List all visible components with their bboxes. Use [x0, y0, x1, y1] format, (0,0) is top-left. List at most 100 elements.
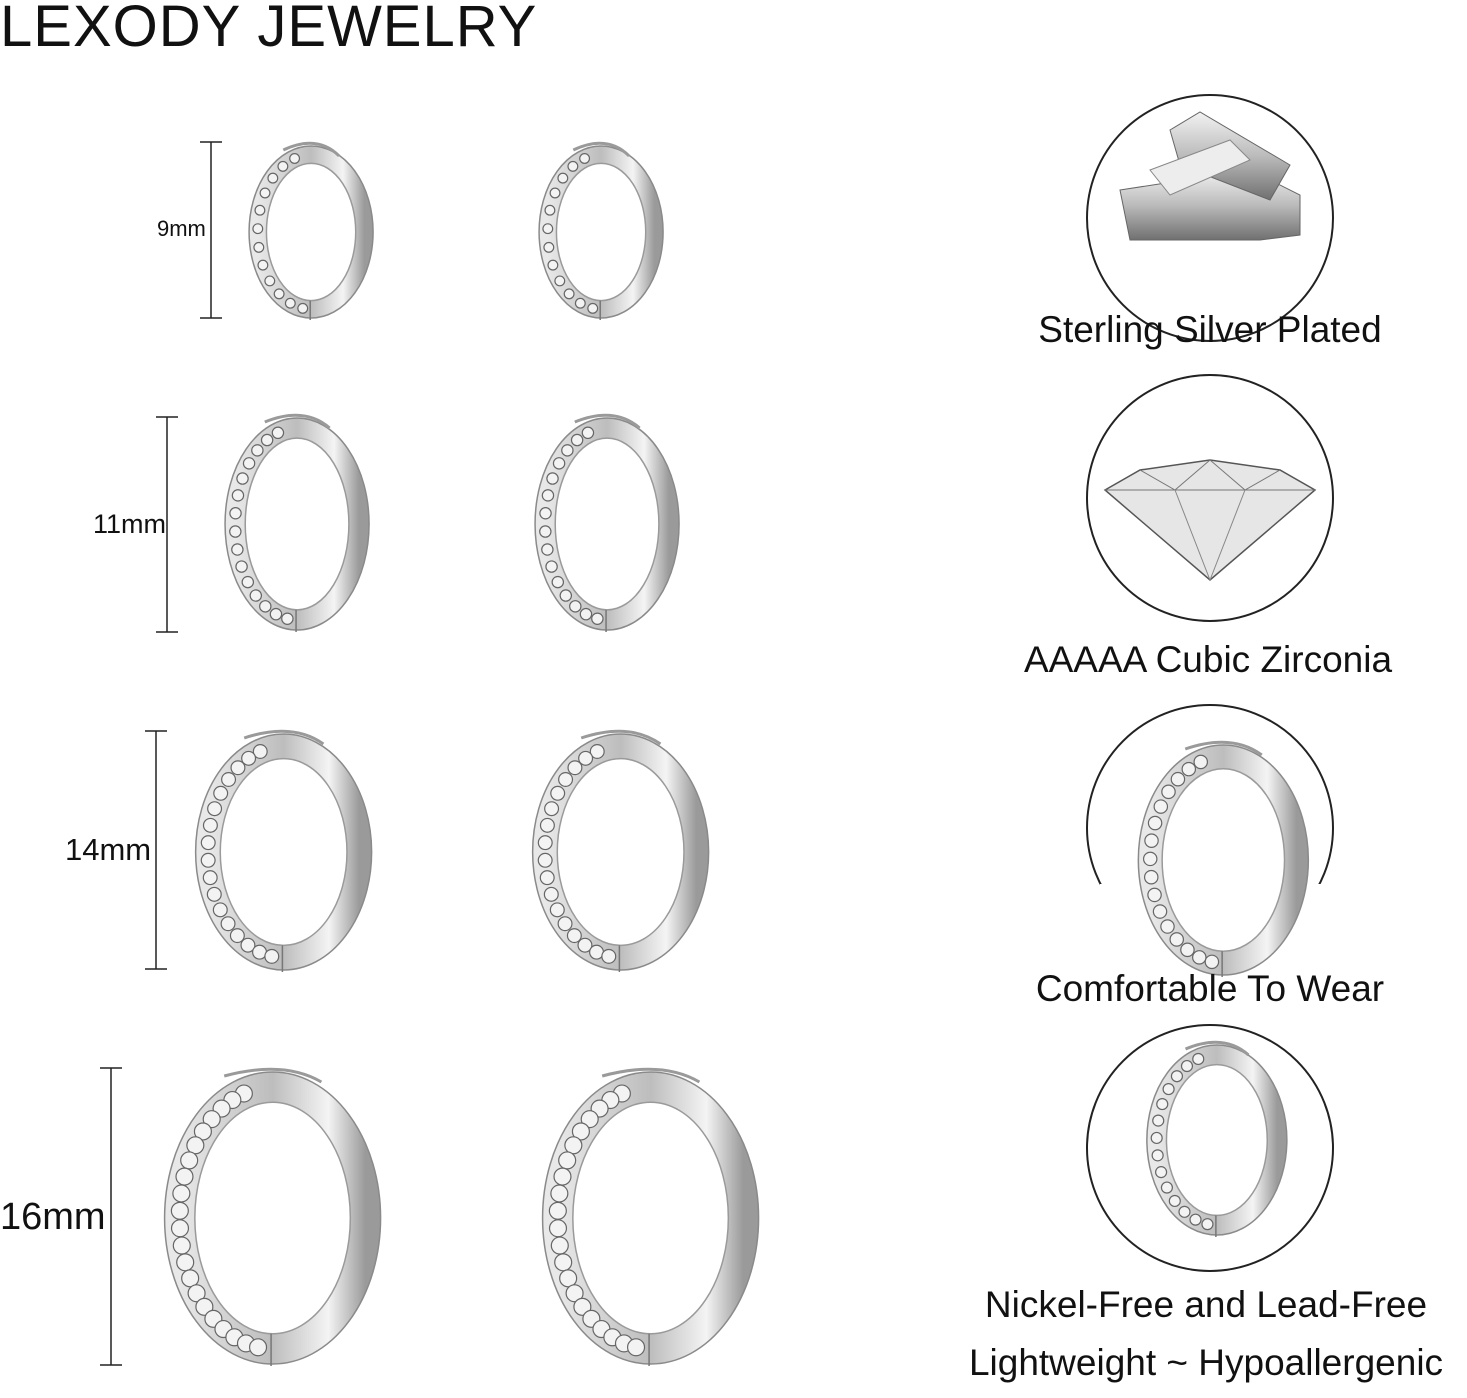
size-ruler	[200, 141, 222, 319]
zirconia-stone	[230, 760, 246, 776]
zirconia-stone	[202, 817, 218, 833]
zirconia-stone	[579, 153, 591, 164]
zirconia-stone	[539, 870, 555, 886]
zirconia-stone	[591, 612, 604, 625]
zirconia-stone	[231, 543, 244, 556]
zirconia-stone	[1170, 771, 1186, 787]
zirconia-stone	[1181, 761, 1197, 777]
zirconia-stone	[567, 760, 583, 776]
zirconia-stone	[260, 433, 274, 447]
zirconia-stone	[253, 241, 265, 253]
hoop-earring	[534, 413, 680, 632]
zirconia-stone	[1160, 919, 1175, 934]
zirconia-stone	[1162, 1083, 1175, 1096]
zirconia-stone	[269, 607, 283, 621]
hoop-earring	[248, 141, 374, 320]
zirconia-stone	[241, 750, 257, 766]
zirconia-stone	[1189, 1213, 1202, 1226]
zirconia-stone	[249, 589, 263, 602]
zirconia-stone	[289, 153, 301, 164]
zirconia-stone	[1192, 1052, 1205, 1066]
zirconia-stone	[580, 1110, 599, 1129]
zirconia-stone	[297, 302, 309, 314]
zirconia-stone	[1151, 1149, 1164, 1162]
zirconia-stone	[541, 489, 555, 502]
zirconia-stone	[257, 259, 269, 271]
zirconia-stone	[1147, 887, 1162, 903]
hoop-closeup	[1137, 740, 1310, 977]
zirconia-stone	[626, 1338, 646, 1357]
zirconia-stone	[567, 160, 579, 172]
zirconia-stone	[1160, 1181, 1173, 1194]
zirconia-stone	[181, 1269, 200, 1288]
size-label-9mm: 9mm	[157, 216, 206, 241]
zirconia-stone	[1204, 954, 1220, 970]
zirconia-stone	[577, 937, 593, 953]
zirconia-stone	[1147, 815, 1163, 831]
zirconia-stone	[264, 275, 276, 287]
zirconia-stone	[264, 948, 280, 964]
size-ruler	[100, 1067, 122, 1366]
size-label-16mm: 16mm	[0, 1196, 106, 1238]
zirconia-stone	[543, 886, 559, 902]
zirconia-stone	[546, 472, 559, 485]
zirconia-stone	[187, 1284, 206, 1303]
zirconia-stone	[544, 801, 560, 817]
zirconia-stone	[281, 612, 294, 625]
zirconia-stone	[1156, 1098, 1169, 1111]
zirconia-stone	[267, 172, 279, 184]
zirconia-stone	[259, 600, 272, 613]
zirconia-stone	[569, 600, 582, 613]
zirconia-stone	[539, 817, 555, 833]
zirconia-stone	[186, 1136, 205, 1155]
feature-label-silver: Sterling Silver Plated	[1038, 309, 1382, 350]
zirconia-stone	[542, 223, 554, 235]
zirconia-stone	[231, 489, 245, 502]
silver-bars-icon	[1086, 94, 1334, 342]
zirconia-stone	[1142, 851, 1158, 867]
hoop-earring	[531, 729, 710, 972]
zirconia-stone	[1170, 1070, 1184, 1083]
size-ruler	[145, 730, 167, 970]
zirconia-stone	[571, 1122, 590, 1141]
zirconia-stone	[557, 172, 569, 184]
diamond-icon	[1086, 374, 1334, 622]
zirconia-stone	[564, 1136, 583, 1155]
zirconia-stone	[550, 1184, 569, 1203]
zirconia-stone	[578, 750, 594, 766]
hoop-earring	[224, 413, 370, 632]
zirconia-stone	[240, 937, 256, 953]
zirconia-stone	[581, 426, 595, 440]
zirconia-stone	[545, 560, 558, 573]
zirconia-stone	[1169, 932, 1184, 947]
zirconia-stone	[1201, 1218, 1214, 1231]
zirconia-stone	[1192, 950, 1207, 965]
hoop-earring	[538, 141, 664, 320]
feature-label-nickel-free: Nickel-Free and Lead-Free	[984, 1284, 1428, 1325]
zirconia-stone	[273, 288, 285, 300]
zirconia-stone	[259, 187, 271, 199]
zirconia-stone	[549, 187, 561, 199]
zirconia-stone	[202, 1110, 221, 1129]
zirconia-stone	[550, 1236, 569, 1255]
zirconia-stone	[229, 507, 242, 520]
feature-label-comfort: Comfortable To Wear	[1035, 968, 1385, 1009]
zirconia-stone	[539, 525, 552, 538]
zirconia-stone	[212, 902, 228, 918]
zirconia-stone	[558, 1151, 577, 1170]
zirconia-stone	[587, 302, 599, 314]
zirconia-stone	[551, 575, 565, 589]
zirconia-stone	[176, 1253, 195, 1272]
zirconia-stone	[242, 457, 256, 470]
zirconia-stone	[1152, 904, 1168, 919]
zirconia-stone	[544, 204, 556, 216]
zirconia-stone	[566, 928, 582, 944]
feature-label-hypoallergenic: Lightweight ~ Hypoallergenic	[968, 1342, 1444, 1383]
zirconia-stone	[170, 1201, 189, 1220]
zirconia-stone	[254, 204, 266, 216]
zirconia-stone	[200, 835, 216, 851]
zirconia-stone	[248, 1338, 268, 1357]
brand-title: LEXODY JEWELRY	[0, 0, 538, 59]
zirconia-stone	[541, 543, 554, 556]
zirconia-stone	[220, 916, 236, 932]
